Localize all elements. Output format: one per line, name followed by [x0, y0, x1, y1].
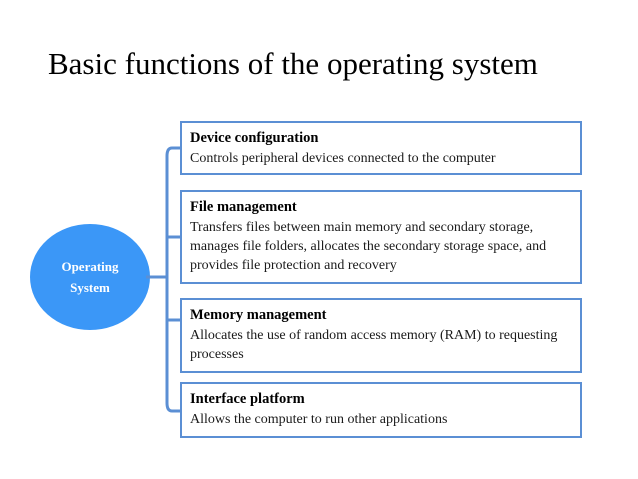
function-box-file-management[interactable]: File management Transfers files between …: [180, 190, 582, 284]
operating-system-node-line-1: Operating: [61, 259, 119, 274]
function-description: Allows the computer to run other applica…: [190, 412, 448, 427]
operating-system-node-line-2: System: [70, 280, 110, 295]
function-title: Device configuration: [190, 130, 319, 146]
connector-spine: [165, 146, 180, 413]
function-title: Interface platform: [190, 391, 305, 407]
function-box-interface-platform[interactable]: Interface platform Allows the computer t…: [180, 382, 582, 438]
function-description: Allocates the use of random access memor…: [190, 328, 558, 362]
function-box-device-configuration[interactable]: Device configuration Controls peripheral…: [180, 121, 582, 175]
page-title: Basic functions of the operating system: [48, 46, 538, 81]
function-description: Transfers files between main memory and …: [190, 220, 547, 273]
function-description: Controls peripheral devices connected to…: [190, 151, 496, 166]
function-title: File management: [190, 199, 297, 215]
function-title: Memory management: [190, 307, 327, 323]
operating-system-node[interactable]: Operating System: [30, 224, 150, 330]
function-box-memory-management[interactable]: Memory management Allocates the use of r…: [180, 298, 582, 373]
